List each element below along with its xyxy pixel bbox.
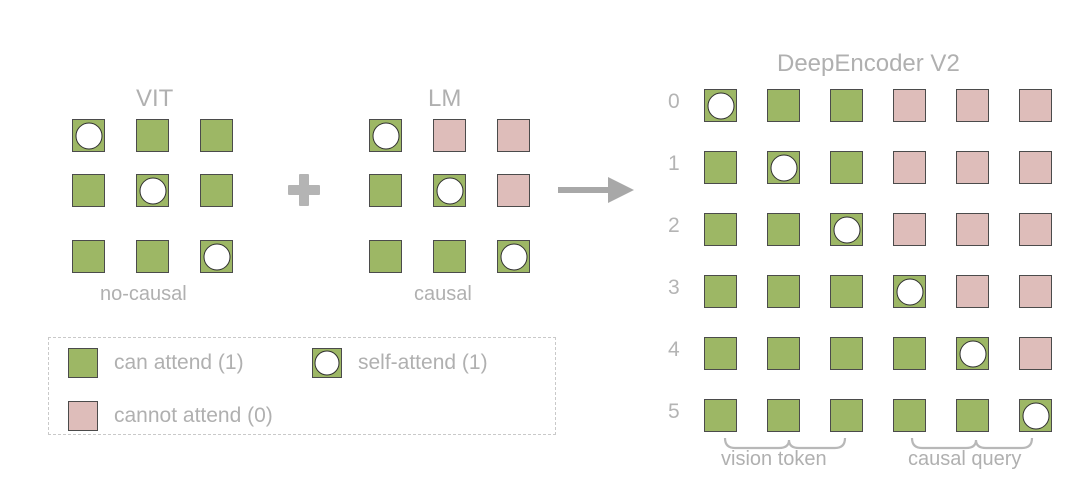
self-attend-dot [203, 243, 230, 270]
de-cell-4-2[interactable] [830, 337, 863, 370]
de-cell-3-3[interactable] [893, 275, 926, 308]
de-cell-4-1[interactable] [767, 337, 800, 370]
self-attend-dot [707, 92, 734, 119]
bracket-vision-token [723, 437, 847, 450]
lm-cell-0-1[interactable] [433, 119, 466, 152]
de-cell-3-0[interactable] [704, 275, 737, 308]
de-cell-0-3[interactable] [893, 89, 926, 122]
lm-cell-2-2[interactable] [497, 240, 530, 273]
self-attend-dot [436, 177, 463, 204]
lm-cell-2-0[interactable] [369, 240, 402, 273]
de-cell-1-2[interactable] [830, 151, 863, 184]
lm-cell-1-0[interactable] [369, 174, 402, 207]
de-cell-3-5[interactable] [1019, 275, 1052, 308]
vit-cell-1-0[interactable] [72, 174, 105, 207]
lm-caption: causal [414, 283, 472, 305]
row-label-4: 4 [668, 338, 680, 361]
de-cell-0-2[interactable] [830, 89, 863, 122]
self-attend-dot [75, 122, 102, 149]
vit-cell-2-0[interactable] [72, 240, 105, 273]
de-cell-5-2[interactable] [830, 399, 863, 432]
de-cell-2-4[interactable] [956, 213, 989, 246]
deepencoder-title: DeepEncoder V2 [777, 50, 960, 77]
de-cell-5-3[interactable] [893, 399, 926, 432]
de-cell-2-3[interactable] [893, 213, 926, 246]
de-cell-5-5[interactable] [1019, 399, 1052, 432]
de-cell-0-1[interactable] [767, 89, 800, 122]
de-cell-1-3[interactable] [893, 151, 926, 184]
de-cell-0-4[interactable] [956, 89, 989, 122]
de-cell-1-5[interactable] [1019, 151, 1052, 184]
vit-cell-2-2[interactable] [200, 240, 233, 273]
vit-cell-2-1[interactable] [136, 240, 169, 273]
de-cell-1-0[interactable] [704, 151, 737, 184]
legend-item-self-attend: self-attend (1) [312, 348, 488, 378]
cannot-attend-swatch [68, 401, 98, 431]
vit-cell-0-0[interactable] [72, 119, 105, 152]
self-attend-dot [139, 177, 166, 204]
vit-title: VIT [136, 85, 174, 112]
plus-icon [288, 174, 320, 206]
de-cell-4-5[interactable] [1019, 337, 1052, 370]
self-attend-dot [372, 122, 399, 149]
can-attend-swatch [68, 348, 98, 378]
row-label-5: 5 [668, 400, 680, 423]
legend-label-self-attend: self-attend (1) [358, 351, 488, 374]
vit-cell-1-1[interactable] [136, 174, 169, 207]
bracket-label-causal-query: causal query [908, 448, 1022, 470]
de-cell-2-0[interactable] [704, 213, 737, 246]
self-attend-dot [770, 154, 797, 181]
de-cell-4-3[interactable] [893, 337, 926, 370]
arrow-right-icon [558, 177, 634, 203]
legend-label-cannot-attend: cannot attend (0) [114, 404, 273, 427]
de-cell-5-4[interactable] [956, 399, 989, 432]
legend-item-can-attend: can attend (1) [68, 348, 244, 378]
de-cell-1-1[interactable] [767, 151, 800, 184]
vit-cell-0-1[interactable] [136, 119, 169, 152]
row-label-2: 2 [668, 214, 680, 237]
legend-box [48, 337, 556, 435]
de-cell-2-5[interactable] [1019, 213, 1052, 246]
lm-cell-1-1[interactable] [433, 174, 466, 207]
self-attend-dot [833, 216, 860, 243]
legend-item-cannot-attend: cannot attend (0) [68, 401, 273, 431]
lm-title: LM [428, 85, 462, 112]
row-label-1: 1 [668, 152, 680, 175]
de-cell-3-1[interactable] [767, 275, 800, 308]
de-cell-2-1[interactable] [767, 213, 800, 246]
bracket-label-vision-token: vision token [721, 448, 827, 470]
self-attend-dot [959, 340, 986, 367]
lm-cell-0-0[interactable] [369, 119, 402, 152]
plus-bar-vertical [299, 174, 309, 206]
lm-cell-2-1[interactable] [433, 240, 466, 273]
vit-cell-1-2[interactable] [200, 174, 233, 207]
de-cell-5-0[interactable] [704, 399, 737, 432]
self-attend-dot [1022, 402, 1049, 429]
self-attend-swatch [312, 348, 342, 378]
lm-cell-0-2[interactable] [497, 119, 530, 152]
bracket-causal-query [910, 437, 1034, 450]
de-cell-3-4[interactable] [956, 275, 989, 308]
legend-label-can-attend: can attend (1) [114, 351, 244, 374]
de-cell-4-0[interactable] [704, 337, 737, 370]
de-cell-2-2[interactable] [830, 213, 863, 246]
de-cell-3-2[interactable] [830, 275, 863, 308]
de-cell-1-4[interactable] [956, 151, 989, 184]
self-attend-dot [314, 350, 340, 376]
row-label-3: 3 [668, 276, 680, 299]
de-cell-5-1[interactable] [767, 399, 800, 432]
de-cell-0-0[interactable] [704, 89, 737, 122]
lm-cell-1-2[interactable] [497, 174, 530, 207]
de-cell-4-4[interactable] [956, 337, 989, 370]
self-attend-dot [500, 243, 527, 270]
vit-caption: no-causal [100, 283, 187, 305]
self-attend-dot [896, 278, 923, 305]
row-label-0: 0 [668, 90, 680, 113]
vit-cell-0-2[interactable] [200, 119, 233, 152]
de-cell-0-5[interactable] [1019, 89, 1052, 122]
